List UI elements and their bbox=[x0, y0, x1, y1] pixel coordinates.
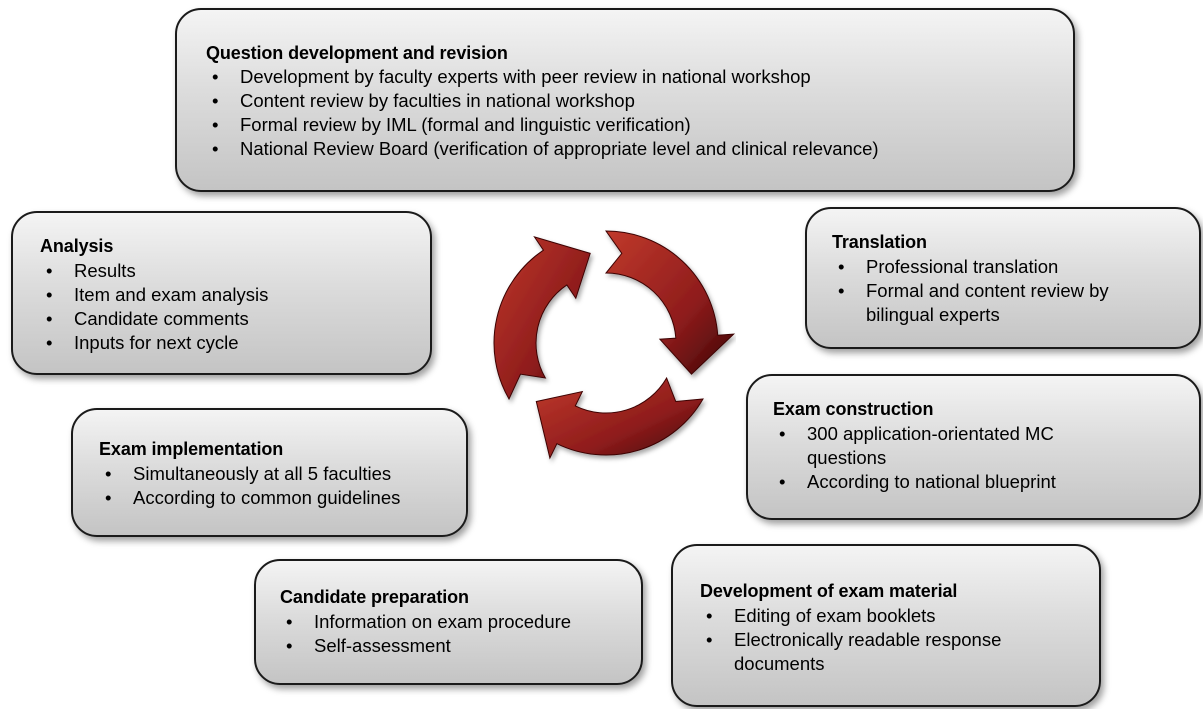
exam-implementation-box: Exam implementation Simultaneously at al… bbox=[71, 408, 468, 537]
list-item: Content review by faculties in national … bbox=[206, 89, 1073, 113]
development-material-box: Development of exam material Editing of … bbox=[671, 544, 1101, 707]
exam-construction-title: Exam construction bbox=[773, 399, 934, 419]
exam-implementation-list: Simultaneously at all 5 faculties Accord… bbox=[99, 462, 466, 510]
list-item: According to national blueprint bbox=[773, 470, 1103, 494]
list-item: Formal review by IML (formal and linguis… bbox=[206, 113, 1073, 137]
list-item: Item and exam analysis bbox=[40, 283, 430, 307]
list-item: Professional translation bbox=[832, 255, 1132, 279]
question-development-box: Question development and revision Develo… bbox=[175, 8, 1075, 192]
analysis-title: Analysis bbox=[40, 236, 114, 256]
analysis-box: Analysis Results Item and exam analysis … bbox=[11, 211, 432, 375]
cycle-arrow-1 bbox=[604, 230, 736, 375]
list-item: National Review Board (verification of a… bbox=[206, 137, 1073, 161]
cycle-arrow-3 bbox=[493, 236, 591, 401]
candidate-preparation-title: Candidate preparation bbox=[280, 587, 469, 607]
list-item: According to common guidelines bbox=[99, 486, 466, 510]
exam-implementation-title: Exam implementation bbox=[99, 439, 284, 459]
cycle-arrows-group bbox=[493, 230, 736, 460]
question-development-title: Question development and revision bbox=[206, 43, 508, 63]
cycle-arrow-2 bbox=[535, 376, 704, 460]
list-item: Formal and content review by bilingual e… bbox=[832, 279, 1132, 327]
list-item: Self-assessment bbox=[280, 634, 641, 658]
candidate-preparation-list: Information on exam procedure Self-asses… bbox=[280, 610, 641, 658]
exam-construction-list: 300 application-orientated MC questions … bbox=[773, 422, 1103, 494]
list-item: Electronically readable response documen… bbox=[700, 628, 1030, 676]
translation-title: Translation bbox=[832, 232, 927, 252]
cycle-arrows-icon bbox=[493, 230, 736, 460]
list-item: Inputs for next cycle bbox=[40, 331, 430, 355]
development-material-title: Development of exam material bbox=[700, 581, 958, 601]
analysis-list: Results Item and exam analysis Candidate… bbox=[40, 259, 430, 355]
translation-list: Professional translation Formal and cont… bbox=[832, 255, 1132, 327]
candidate-preparation-box: Candidate preparation Information on exa… bbox=[254, 559, 643, 685]
list-item: Development by faculty experts with peer… bbox=[206, 65, 1073, 89]
translation-box: Translation Professional translation For… bbox=[805, 207, 1201, 349]
list-item: Information on exam procedure bbox=[280, 610, 641, 634]
development-material-list: Editing of exam booklets Electronically … bbox=[700, 604, 1030, 676]
exam-construction-box: Exam construction 300 application-orient… bbox=[746, 374, 1201, 520]
list-item: Editing of exam booklets bbox=[700, 604, 1030, 628]
list-item: Results bbox=[40, 259, 430, 283]
list-item: Simultaneously at all 5 faculties bbox=[99, 462, 466, 486]
question-development-list: Development by faculty experts with peer… bbox=[206, 65, 1073, 161]
list-item: 300 application-orientated MC questions bbox=[773, 422, 1103, 470]
list-item: Candidate comments bbox=[40, 307, 430, 331]
